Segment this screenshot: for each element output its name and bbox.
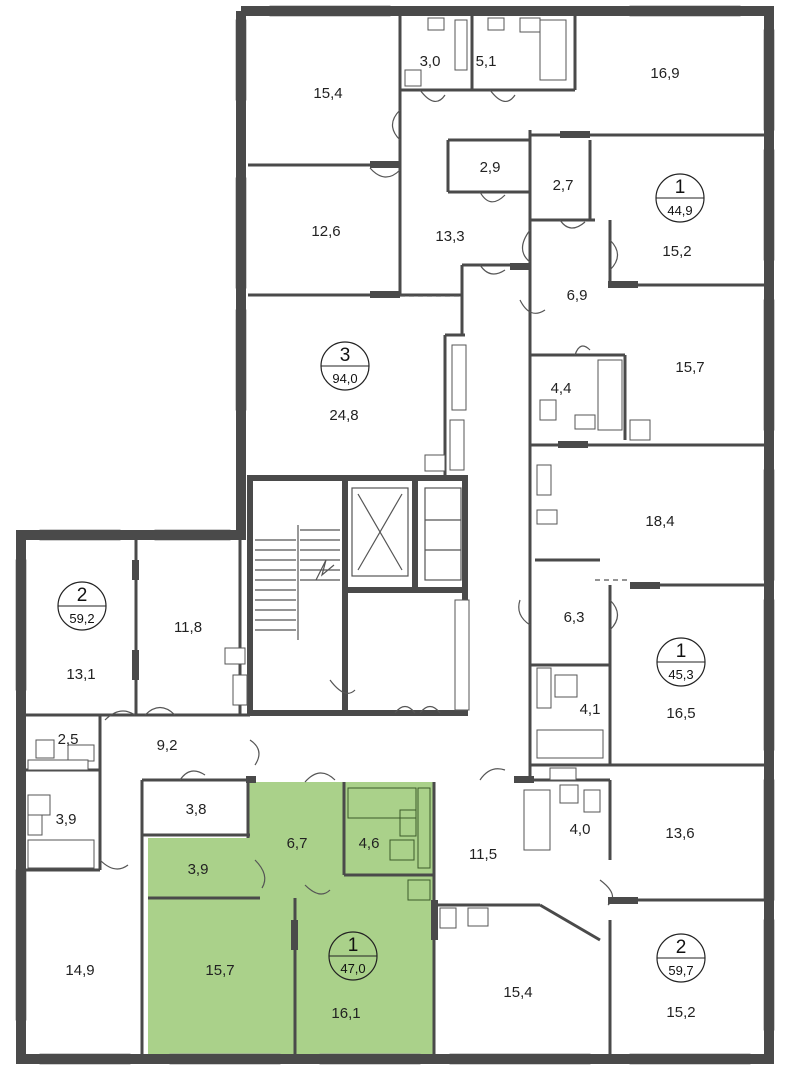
- interior-walls: [26, 16, 764, 1054]
- apartment-rooms: 2: [77, 585, 88, 606]
- apartment-area: 59,2: [69, 611, 94, 626]
- room-label: 15,4: [313, 85, 342, 102]
- room-label: 14,9: [65, 962, 94, 979]
- room-label: 16,9: [650, 65, 679, 82]
- room-labels: 15,4 3,0 5,1 16,9 2,9 2,7 12,6 13,3 15,2…: [56, 53, 705, 1022]
- apartment-area: 94,0: [332, 371, 357, 386]
- room-label: 4,4: [551, 380, 572, 397]
- room-label: 6,9: [567, 287, 588, 304]
- room-label: 24,8: [329, 407, 358, 424]
- doors: [99, 89, 619, 906]
- room-label: 9,2: [157, 737, 178, 754]
- dashed-lines: [400, 295, 630, 581]
- room-label: 5,1: [476, 53, 497, 70]
- elevator-shaft: [351, 487, 462, 581]
- room-label: 15,2: [666, 1004, 695, 1021]
- apartment-rooms: 2: [676, 937, 687, 958]
- apartment-badge[interactable]: 1 45,3: [656, 637, 706, 687]
- room-label: 3,0: [420, 53, 441, 70]
- apartment-rooms: 3: [340, 345, 351, 366]
- apartment-badge[interactable]: 2 59,7: [656, 933, 706, 983]
- room-label: 4,0: [570, 821, 591, 838]
- apartment-area: 44,9: [667, 203, 692, 218]
- outer-walls: [16, 6, 774, 1064]
- room-label: 4,1: [580, 701, 601, 718]
- room-label: 3,9: [188, 861, 209, 878]
- room-label: 13,3: [435, 228, 464, 245]
- apartment-badge[interactable]: 2 59,2: [57, 581, 107, 631]
- apartment-badge[interactable]: 1 44,9: [655, 173, 705, 223]
- room-label: 16,1: [331, 1005, 360, 1022]
- room-label: 18,4: [645, 513, 674, 530]
- room-label: 2,7: [553, 177, 574, 194]
- bathroom-fixtures: [27, 17, 651, 929]
- apartment-area: 47,0: [340, 961, 365, 976]
- apartment-rooms: 1: [676, 641, 687, 662]
- room-label: 3,8: [186, 801, 207, 818]
- apartment-badge[interactable]: 3 94,0: [320, 341, 370, 391]
- room-label: 6,3: [564, 609, 585, 626]
- room-label: 6,7: [287, 835, 308, 852]
- room-label: 15,7: [675, 359, 704, 376]
- room-label: 15,7: [205, 962, 234, 979]
- highlighted-bath-fixtures: [347, 787, 431, 901]
- apartment-rooms: 1: [348, 935, 359, 956]
- wall-posts: [132, 131, 660, 950]
- apartment-area: 45,3: [668, 667, 693, 682]
- room-label: 15,2: [662, 243, 691, 260]
- apartment-badge-highlighted[interactable]: 1 47,0: [328, 931, 378, 981]
- room-label: 3,9: [56, 811, 77, 828]
- room-label: 11,8: [174, 619, 202, 636]
- room-label: 4,6: [359, 835, 380, 852]
- room-label: 15,4: [503, 984, 532, 1001]
- highlighted-apartment[interactable]: [148, 782, 434, 1054]
- room-label: 11,5: [469, 846, 497, 863]
- apartment-area: 59,7: [668, 963, 693, 978]
- apartment-rooms: 1: [675, 177, 686, 198]
- core-walls: [247, 475, 468, 716]
- room-label: 2,9: [480, 159, 501, 176]
- room-label: 16,5: [666, 705, 695, 722]
- room-label: 12,6: [311, 223, 340, 240]
- staircase: [255, 525, 340, 640]
- room-label: 2,5: [58, 731, 79, 748]
- room-label: 13,1: [66, 666, 95, 683]
- room-label: 13,6: [665, 825, 694, 842]
